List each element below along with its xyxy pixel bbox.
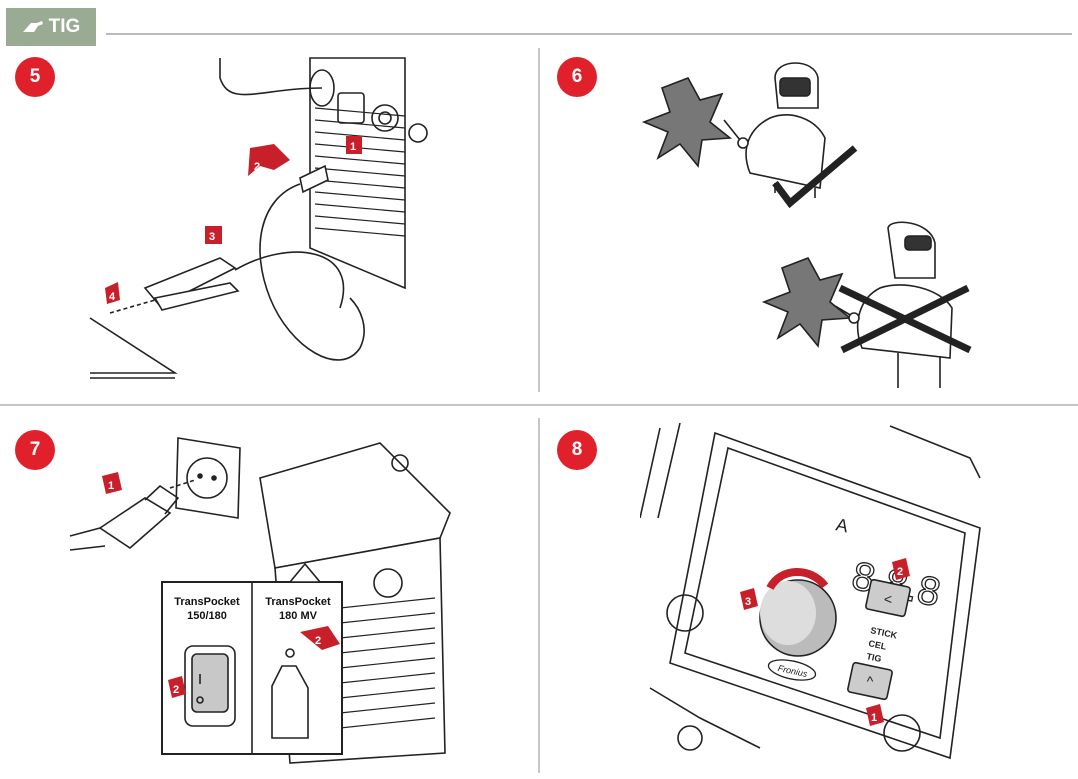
callout-7-1: 1: [108, 480, 114, 492]
step-badge-8: 8: [557, 430, 597, 470]
step-badge-5: 5: [15, 57, 55, 97]
step-badge-6: 6: [557, 57, 597, 97]
callout-5-2: 2: [254, 161, 260, 173]
row-divider: [0, 404, 1078, 406]
model-b-variant: 180 MV: [279, 610, 318, 622]
step-badge-7: 7: [15, 430, 55, 470]
step-5-illustration: 1 2 3 4: [89, 57, 428, 379]
model-b-name: TransPocket: [265, 596, 331, 608]
power-switch: [191, 653, 229, 713]
column-divider-top: [538, 48, 540, 392]
mode-tig: TIG: [866, 651, 883, 664]
column-divider-bottom: [538, 418, 540, 773]
header-rule: [106, 33, 1072, 35]
cross-icon: [838, 284, 972, 354]
callout-5-1: 1: [350, 141, 356, 153]
parameter-select-button: [865, 578, 911, 618]
model-a-variant: 150/180: [187, 610, 227, 622]
callout-5-4: 4: [109, 291, 116, 303]
callout-8-1: 1: [871, 712, 877, 724]
step-8-illustration: 8.8.8 A < ^ STICK CEL TIG Fronius 2 3 1: [640, 422, 981, 760]
callout-7-2b: 2: [315, 635, 321, 647]
rotary-switch: [271, 665, 309, 739]
callout-8-2: 2: [897, 566, 903, 578]
mode-select-button: [847, 661, 893, 701]
callout-8-3: 3: [745, 596, 751, 608]
step-7-illustration: TransPocket 150/180 TransPocket 180 MV 1…: [69, 437, 451, 764]
model-a-name: TransPocket: [174, 596, 240, 608]
section-tab: TIG: [6, 8, 96, 46]
svg-text:^: ^: [867, 673, 874, 689]
svg-text:<: <: [884, 591, 892, 607]
welder-correct: [641, 62, 826, 198]
display-unit: A: [834, 514, 850, 536]
callout-7-2a: 2: [173, 684, 179, 696]
step-6-illustration: [641, 62, 972, 388]
adjustment-dial: [759, 579, 837, 657]
callout-5-3: 3: [209, 231, 215, 243]
checkmark-icon: [772, 145, 858, 209]
mode-cel: CEL: [868, 638, 888, 652]
welder-incorrect: [761, 221, 953, 388]
tab-label: TIG: [48, 16, 81, 37]
welding-torch-icon: [22, 21, 43, 32]
